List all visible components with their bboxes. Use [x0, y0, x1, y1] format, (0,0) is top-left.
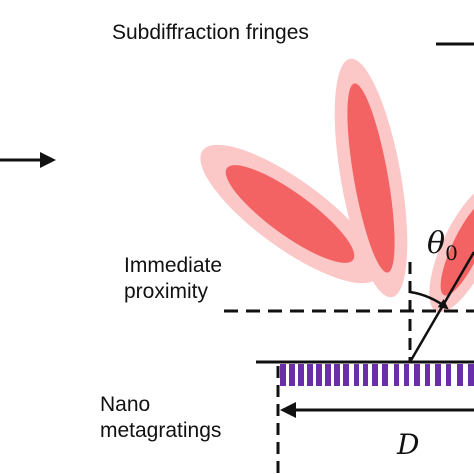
diffraction-lobes: [200, 58, 474, 313]
grating-bar: [354, 364, 359, 386]
grating-bar: [446, 364, 451, 386]
grating-bar: [334, 364, 340, 386]
grating-bar: [289, 364, 295, 386]
grating-bar: [280, 364, 286, 386]
grating-bar: [404, 364, 409, 386]
grating-bar: [435, 364, 441, 386]
grating-bar: [394, 364, 399, 386]
proximity-label: Immediate proximity: [124, 253, 222, 305]
lobe-middle: [334, 58, 408, 298]
proximity-label-line2: proximity: [124, 280, 209, 303]
grating-bar: [382, 364, 388, 386]
grating-bar: [372, 364, 378, 386]
proximity-label-line1: Immediate: [124, 254, 223, 277]
d-arrowhead: [280, 402, 296, 418]
theta-subscript: 0: [445, 241, 458, 265]
grating-bar: [425, 364, 430, 386]
metagratings-label-line2: metagratings: [100, 419, 222, 442]
lobe-right: [429, 183, 474, 313]
theta-symbol: θ: [427, 226, 446, 261]
nano-grating: [280, 364, 474, 386]
fringes-label: Subdiffraction fringes: [112, 21, 309, 44]
grating-bar: [414, 364, 420, 386]
incident-arrow: [0, 152, 56, 168]
lobe-left: [200, 144, 380, 284]
theta-label: θ0: [427, 226, 458, 265]
distance-label: D: [397, 428, 420, 461]
grating-bar: [457, 364, 463, 386]
grating-bar: [298, 364, 304, 386]
metagratings-label-line1: Nano: [100, 393, 151, 416]
grating-bar: [325, 364, 331, 386]
grating-bar: [307, 364, 313, 386]
grating-bar: [343, 364, 349, 386]
grating-bar: [363, 364, 368, 386]
grating-bar: [316, 364, 322, 386]
grating-bar: [468, 364, 474, 386]
metagratings-label: Nano metagratings: [100, 392, 221, 444]
angle-arc: [409, 290, 449, 310]
